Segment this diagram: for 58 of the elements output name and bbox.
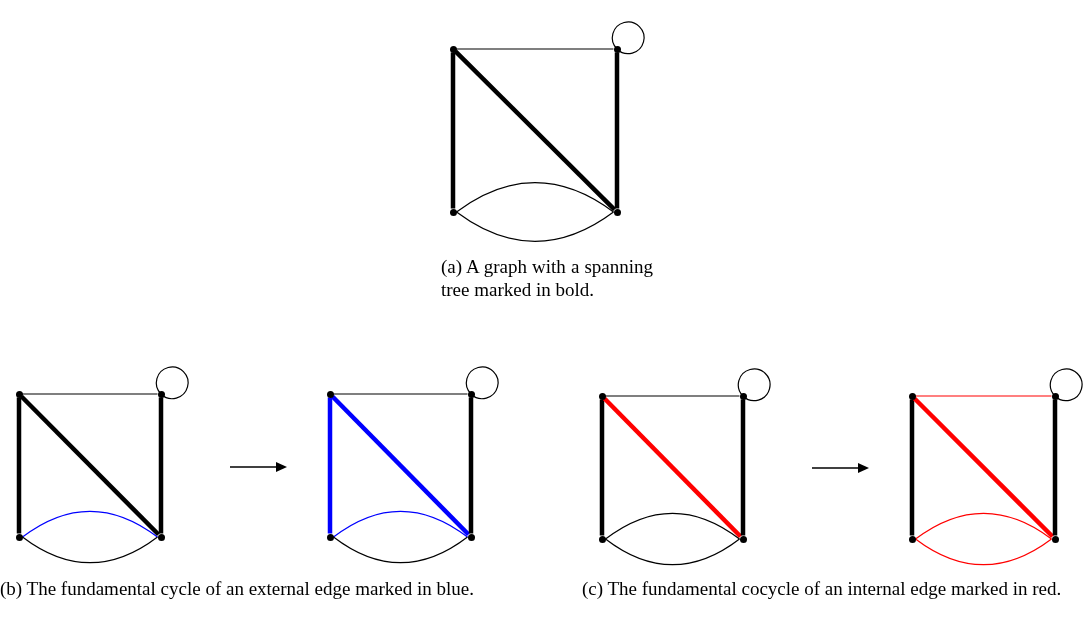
- graph-vertex: [1051, 392, 1059, 400]
- graph-vertex: [908, 535, 916, 543]
- graph-edge: [914, 538, 1053, 566]
- graph-vertex: [467, 533, 475, 541]
- graph-edge: [158, 397, 164, 534]
- graph-vertex: [157, 533, 165, 541]
- loop-edge: [155, 366, 189, 400]
- graph-vertex: [467, 390, 475, 398]
- graph-edge: [914, 395, 1053, 397]
- loop-edge: [611, 21, 645, 55]
- graph-edge: [453, 49, 617, 212]
- graph-vertex: [598, 392, 606, 400]
- graph-edge: [604, 395, 741, 397]
- graph-vertex: [739, 392, 747, 400]
- graph-vertex: [449, 45, 457, 53]
- graph-edge: [602, 396, 743, 539]
- graph-edge: [21, 393, 159, 395]
- graph-vertex: [449, 208, 457, 216]
- graph-edge: [330, 394, 471, 537]
- graph-edge: [455, 211, 615, 242]
- graph-vertex: [326, 533, 334, 541]
- graph-edge: [332, 393, 469, 395]
- graph-edge: [332, 510, 469, 538]
- caption: (a) A graph with a spanning tree marked in bold.: [441, 255, 653, 301]
- graph-vertex: [598, 535, 606, 543]
- loop-edge: [737, 368, 771, 402]
- graph-edge: [740, 399, 746, 536]
- graph-edge: [1052, 399, 1058, 536]
- graph-vertex: [908, 392, 916, 400]
- graph-vertex: [1051, 535, 1059, 543]
- graph-vertex: [157, 390, 165, 398]
- graph-edge: [909, 399, 915, 536]
- graph-edge: [468, 397, 474, 534]
- graph-vertex: [15, 390, 23, 398]
- graph-edge: [455, 182, 615, 213]
- graph-edge: [327, 397, 333, 534]
- graph-edge: [914, 512, 1053, 540]
- graph-vertex: [613, 45, 621, 53]
- graph-edge: [450, 52, 456, 209]
- graph-vertex: [613, 208, 621, 216]
- graph-edge: [21, 536, 159, 564]
- graph-edge: [455, 48, 615, 50]
- graph-edge: [19, 394, 161, 537]
- graph-edge: [599, 399, 605, 536]
- caption: (b) The fundamental cycle of an external edge marked in blue.: [0, 577, 475, 600]
- graph-edge: [604, 538, 741, 566]
- graph-edge: [332, 536, 469, 564]
- loop-edge: [1049, 368, 1083, 402]
- graph-edge: [16, 397, 22, 534]
- graph-vertex: [326, 390, 334, 398]
- graph-vertex: [15, 533, 23, 541]
- graph-vertex: [739, 535, 747, 543]
- graph-edge: [21, 510, 159, 538]
- graph-edge: [604, 512, 741, 540]
- loop-edge: [465, 366, 499, 400]
- graph-edge: [614, 52, 620, 209]
- caption: (c) The fundamental cocycle of an internal edge marked in red.: [582, 577, 1063, 600]
- graph-edge: [912, 396, 1055, 539]
